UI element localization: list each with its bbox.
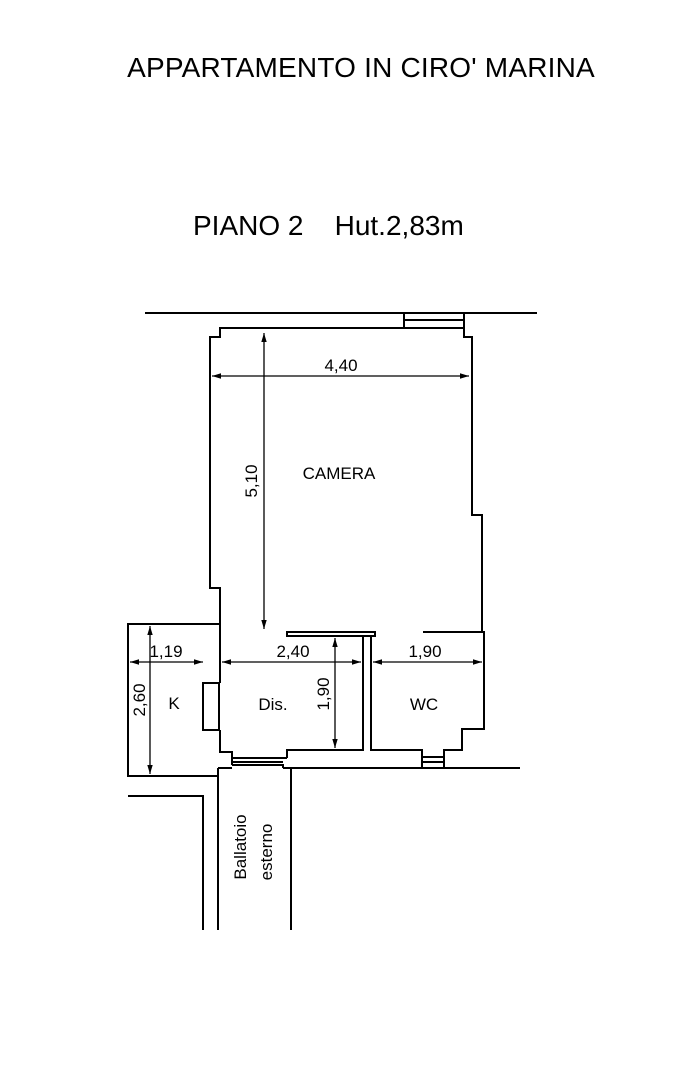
wc-room-label: WC <box>410 695 438 714</box>
ceiling-height-label: Hut.2,83m <box>334 210 464 241</box>
wc-width-label: 1,90 <box>408 642 441 661</box>
dis-width-label: 2,40 <box>276 642 309 661</box>
wc-room-walls <box>370 631 485 768</box>
dis-room-label: Dis. <box>258 695 287 714</box>
dimension-lines <box>130 333 482 774</box>
k-length-label: 2,60 <box>130 683 149 716</box>
camera-length-label: 5,10 <box>242 464 261 497</box>
camera-width-label: 4,40 <box>324 356 357 375</box>
dis-length-label: 1,90 <box>314 677 333 710</box>
k-room-label: K <box>168 694 180 713</box>
building-outline <box>145 312 537 329</box>
plan-subtitle: PIANO 2 Hut.2,83m <box>193 210 464 242</box>
ballatoio-label-line1: Ballatoio <box>231 814 250 879</box>
corridor-walls <box>128 767 520 930</box>
camera-room-label: CAMERA <box>303 464 376 483</box>
floor-label: PIANO 2 <box>193 210 304 241</box>
plan-title: APPARTAMENTO IN CIRO' MARINA <box>127 52 595 83</box>
k-width-label: 1,19 <box>149 642 182 661</box>
ballatoio-label-line2: esterno <box>257 824 276 881</box>
